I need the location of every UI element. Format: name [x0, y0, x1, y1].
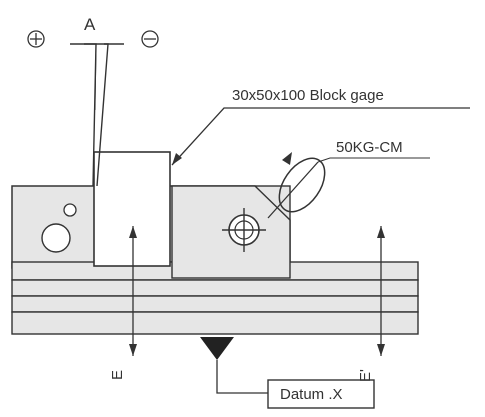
pin-small — [63, 203, 77, 217]
base-layer-4 — [11, 311, 419, 335]
e-left-label: E — [109, 370, 126, 380]
indicator-probe — [70, 43, 124, 187]
datum-leader — [216, 360, 268, 394]
clamp-block-chamfer — [254, 185, 291, 221]
crosshair-hole-icon — [222, 208, 266, 252]
base-layer-3 — [11, 295, 419, 313]
datum-triangle-icon — [200, 337, 234, 360]
dimension-e-right — [377, 226, 385, 356]
block-gage-label: 30x50x100 Block gage — [232, 87, 384, 104]
torque-arrow-icon — [267, 152, 326, 219]
circled-minus-icon — [141, 30, 159, 48]
datum-box — [267, 379, 375, 409]
block-gage — [93, 151, 171, 267]
torque-leader — [317, 157, 430, 163]
e-right-label: E' — [357, 369, 374, 382]
torque-label: 50KG-CM — [336, 139, 403, 156]
base-layer-2 — [11, 279, 419, 297]
point-label: A — [84, 15, 96, 34]
dimension-e-left — [129, 226, 137, 356]
datum-label: Datum .X — [280, 386, 343, 403]
block-gage-leader — [171, 107, 470, 166]
pin-large — [41, 223, 71, 253]
circled-plus-icon — [27, 30, 45, 48]
block-gage-leader-arrow — [172, 153, 182, 165]
